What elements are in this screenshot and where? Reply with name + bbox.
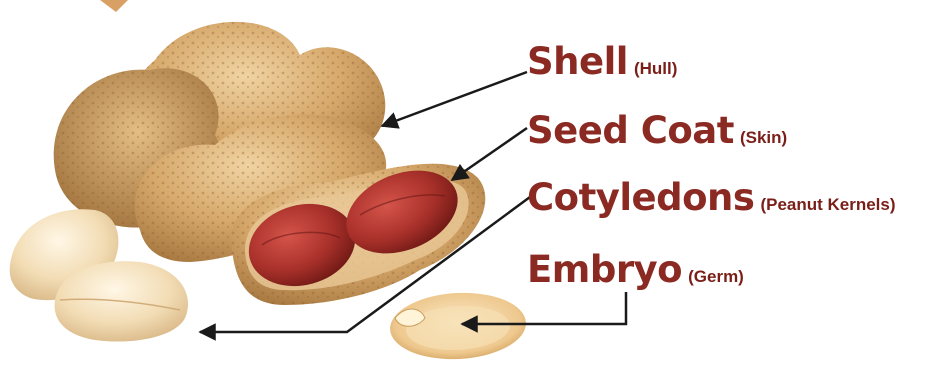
label-seed-coat: Seed Coat (Skin)	[527, 109, 787, 152]
label-cotyledons: Cotyledons (Peanut Kernels)	[527, 176, 896, 219]
label-cotyledons-name: Cotyledons	[527, 176, 754, 219]
label-shell-detail: (Hull)	[634, 59, 677, 78]
shell-pointer	[382, 72, 527, 126]
label-embryo-name: Embryo	[527, 248, 682, 291]
label-seed-coat-detail: (Skin)	[740, 128, 787, 147]
half-kernel-with-embryo	[388, 289, 527, 362]
cropped-arrow-fragment	[100, 0, 128, 12]
label-shell-name: Shell	[527, 40, 628, 83]
seed-coat-pointer	[452, 128, 527, 180]
peeled-kernel-front	[55, 261, 188, 341]
label-shell: Shell (Hull)	[527, 40, 677, 83]
label-embryo-detail: (Germ)	[688, 267, 744, 286]
label-seed-coat-name: Seed Coat	[527, 109, 734, 152]
label-cotyledons-detail: (Peanut Kernels)	[760, 195, 895, 214]
label-embryo: Embryo (Germ)	[527, 248, 744, 291]
